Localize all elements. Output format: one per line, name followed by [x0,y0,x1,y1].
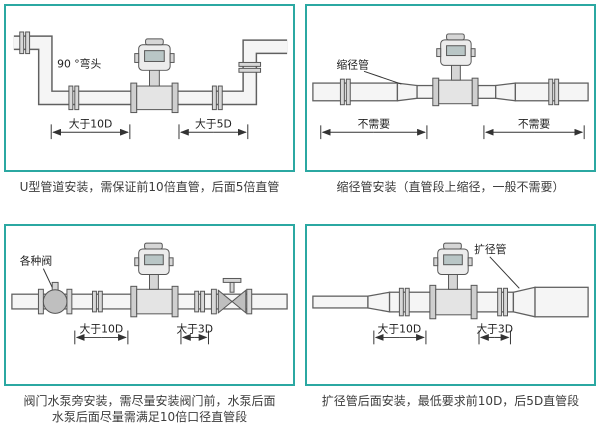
diagram-u-type: 90 °弯头 大于10D 大于5D [13,31,288,140]
caption-u-type: U型管道安装，需保证前10倍直管，后面5倍直管 [19,180,280,194]
caption-reducer: 缩径管安装（直管段上缩径，一般不需要） [336,180,565,194]
pipe-flanges [19,31,262,111]
ball-valve [37,281,73,315]
panel-cell-u-type: 90 °弯头 大于10D 大于5D U型管道安装，需保证前10倍直管，后面5倍直… [4,4,295,224]
reducer-left [396,82,418,102]
dimension-downstream-label: 大于3D [476,322,513,336]
panel-valve: 各种阀 大于10D 大于3D [4,224,295,386]
expander-right [512,286,536,318]
dimension-upstream [320,125,428,140]
dimension-upstream-label: 大于10D [378,322,422,336]
dimension-downstream [180,330,209,345]
dimension-upstream [50,124,131,140]
pipe-flanges [398,287,508,317]
dimension-downstream [483,125,585,140]
flowmeter [130,242,179,318]
gate-valve [210,277,253,315]
dimension-downstream [478,330,511,345]
expander-label: 扩径管 [474,242,507,256]
diagram-valve: 各种阀 大于10D 大于3D [11,242,288,345]
dimension-upstream-label: 不需要 [358,117,391,130]
diagram-expander: 扩径管 大于10D 大于3D [312,242,589,345]
elbow-label: 90 °弯头 [57,56,101,70]
dimension-downstream-label: 大于5D [195,116,232,130]
panel-reducer: 缩径管 不需要 不需要 [305,4,596,172]
panel-cell-valve: 各种阀 大于10D 大于3D 阀门水泵旁安装，需尽量安装阀门前，水泵后面 [4,224,295,425]
panel-cell-reducer: 缩径管 不需要 不需要 缩径管安装（直管段上缩径，一般不需要） [305,4,596,224]
caption-valve: 阀门水泵旁安装，需尽量安装阀门前，水泵后面 水泵后面尽量需满足10倍口径直管段 [4,386,295,425]
panel-cell-expander: 扩径管 大于10D 大于3D 扩径管后面安装，最低要求前10D，后5D直管段 [305,224,596,425]
valve-label: 各种阀 [20,254,52,268]
dimension-upstream-label: 大于10D [69,116,113,130]
valve-leader-line [42,268,53,288]
expander-left [367,291,391,313]
dimension-upstream [373,330,427,345]
expander-leader-line [489,256,520,289]
dimension-downstream-label: 大于3D [176,322,213,336]
caption-valve-line1: 阀门水泵旁安装，需尽量安装阀门前，水泵后面 [23,394,276,408]
flowmeter [429,242,478,320]
pipe-flanges [339,78,560,106]
diagram-reducer: 缩径管 不需要 不需要 [312,33,589,140]
panel-expander: 扩径管 大于10D 大于3D [305,224,596,386]
pipe-flanges [92,290,206,313]
dimension-downstream-label: 不需要 [518,117,551,130]
caption-expander: 扩径管后面安装，最低要求前10D，后5D直管段 [321,394,580,408]
caption-valve-line2: 水泵后面尽量需满足10倍口径直管段 [51,410,248,424]
reducer-label: 缩径管 [336,57,369,71]
dimension-downstream [178,124,249,140]
reducer-right [495,82,517,102]
dimension-upstream-label: 大于10D [80,322,124,336]
panel-u-type: 90 °弯头 大于10D 大于5D [4,4,295,172]
flowmeter [432,33,479,107]
pipe-run [312,286,589,318]
dimension-upstream [74,330,129,345]
reducer-leader-line [363,70,402,85]
flowmeter [130,38,179,114]
